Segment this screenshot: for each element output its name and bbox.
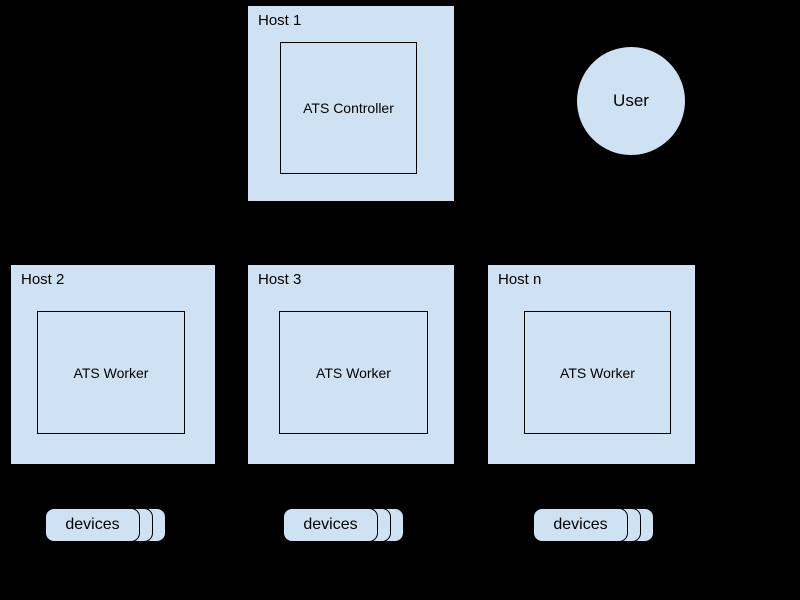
devices-stack-3: devices xyxy=(533,508,655,542)
ats-worker-box-3: ATS Worker xyxy=(524,311,671,434)
host-2-label: Host 2 xyxy=(21,271,65,288)
ats-worker-label-3: ATS Worker xyxy=(560,364,635,381)
devices-label-3: devices xyxy=(553,516,608,533)
user-label: User xyxy=(613,91,649,110)
host-1-box: Host 1 ATS Controller xyxy=(247,5,455,202)
host-1-label: Host 1 xyxy=(258,12,302,29)
ats-worker-label-1: ATS Worker xyxy=(73,364,149,381)
host-n-box: Host n ATS Worker xyxy=(487,264,696,465)
ats-worker-box-2: ATS Worker xyxy=(279,311,428,434)
host-n-label: Host n xyxy=(498,271,542,288)
ats-controller-box: ATS Controller xyxy=(280,42,417,174)
devices-stack-2-front-card: devices xyxy=(283,508,378,542)
devices-stack-1: devices xyxy=(45,508,167,542)
host-2-box: Host 2 ATS Worker xyxy=(10,264,216,465)
host-3-box: Host 3 ATS Worker xyxy=(247,264,455,465)
devices-stack-3-front-card: devices xyxy=(533,508,628,542)
ats-worker-label-2: ATS Worker xyxy=(316,364,391,381)
user-circle: User xyxy=(576,46,686,156)
devices-label-1: devices xyxy=(65,516,120,533)
devices-label-2: devices xyxy=(303,516,358,533)
ats-worker-box-1: ATS Worker xyxy=(37,311,185,434)
host-3-label: Host 3 xyxy=(258,271,302,288)
devices-stack-2: devices xyxy=(283,508,405,542)
ats-controller-label: ATS Controller xyxy=(303,100,394,116)
devices-stack-1-front-card: devices xyxy=(45,508,140,542)
